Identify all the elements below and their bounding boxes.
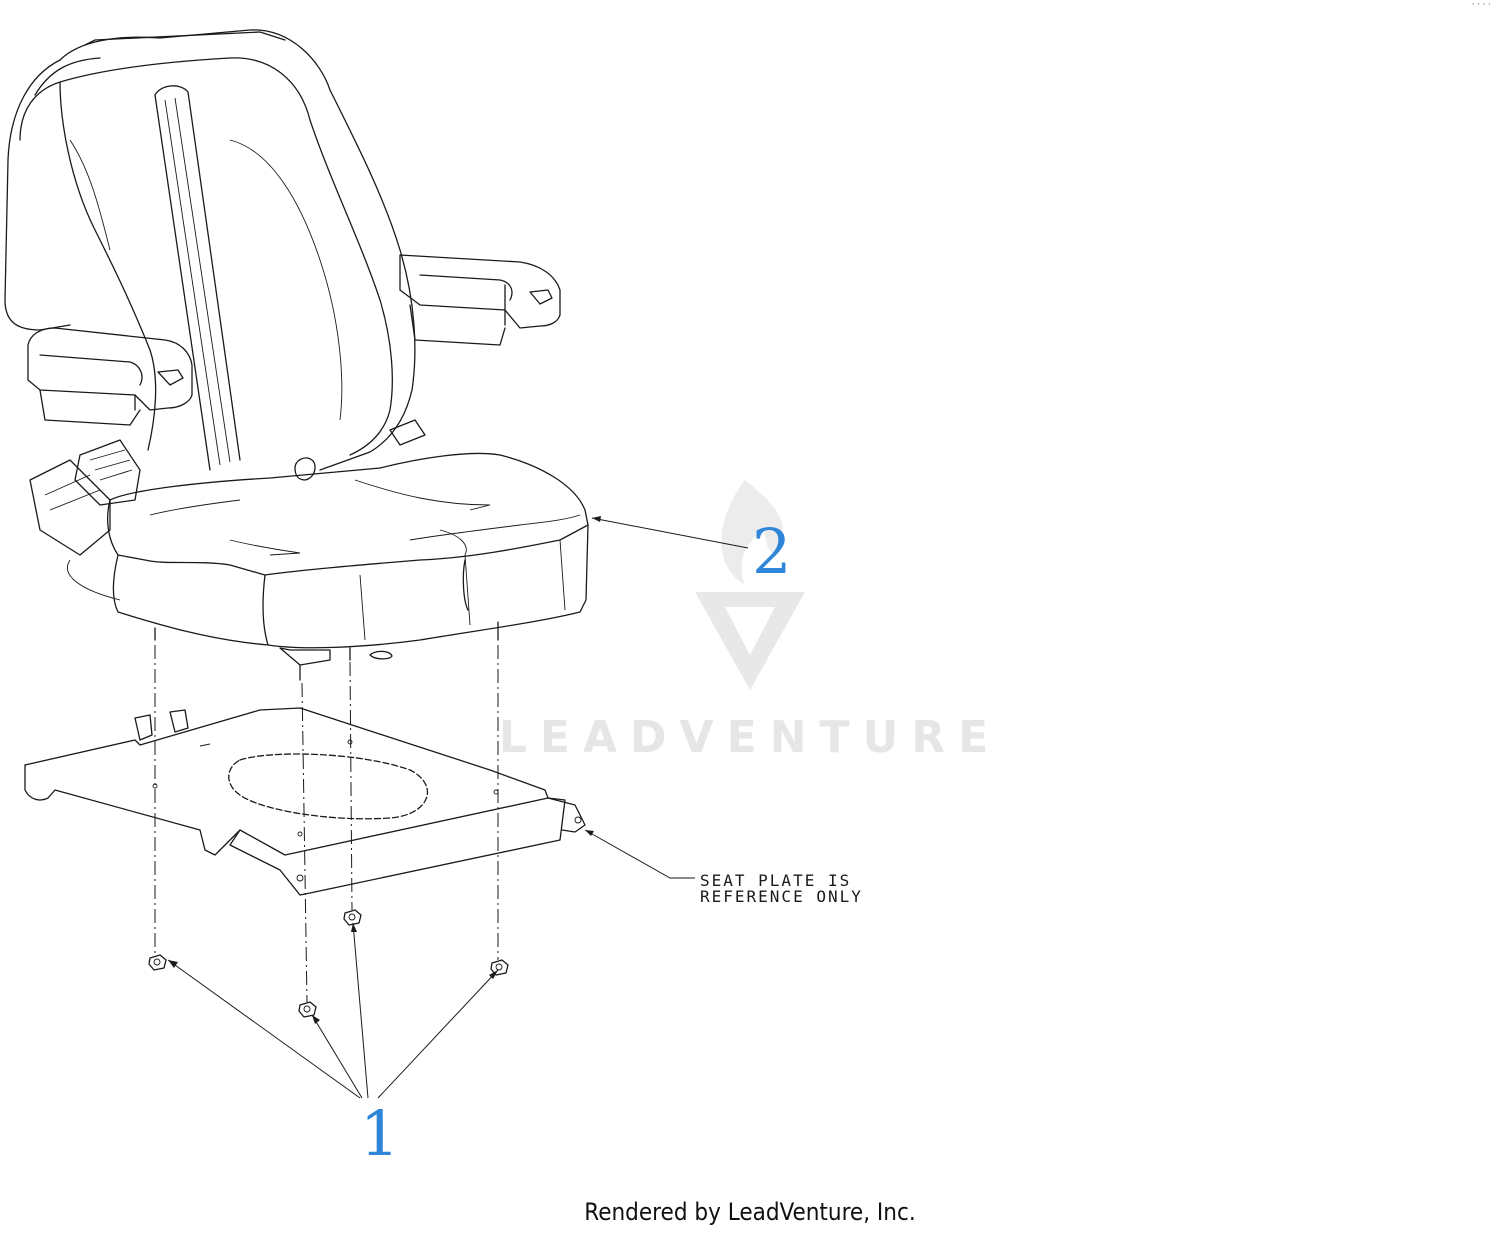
leadventure-watermark: LEADVENTURE [499, 480, 1001, 763]
flange-nut-2 [298, 1001, 317, 1018]
note-line-1: SEAT PLATE IS [700, 871, 851, 890]
seat-plate-drawing [24, 707, 586, 896]
flange-nut-4 [490, 959, 509, 976]
seat-assembly-drawing [4, 29, 589, 681]
corner-mark: ···· [1470, 0, 1492, 10]
flange-nut-3 [343, 909, 362, 926]
watermark-text: LEADVENTURE [499, 712, 1001, 763]
watermark-v-logo-icon [695, 592, 805, 690]
note-line-2: REFERENCE ONLY [700, 887, 863, 906]
fastener-centerlines [154, 645, 499, 1003]
flange-nuts [148, 909, 509, 1018]
callout-2[interactable]: 2 [752, 515, 791, 588]
footer-text: Rendered by LeadVenture, Inc. [584, 1198, 916, 1226]
leader-lines [167, 516, 749, 1099]
callout-1[interactable]: 1 [360, 1097, 399, 1170]
watermark-flame-icon [721, 480, 783, 585]
flange-nut-1 [148, 954, 167, 971]
